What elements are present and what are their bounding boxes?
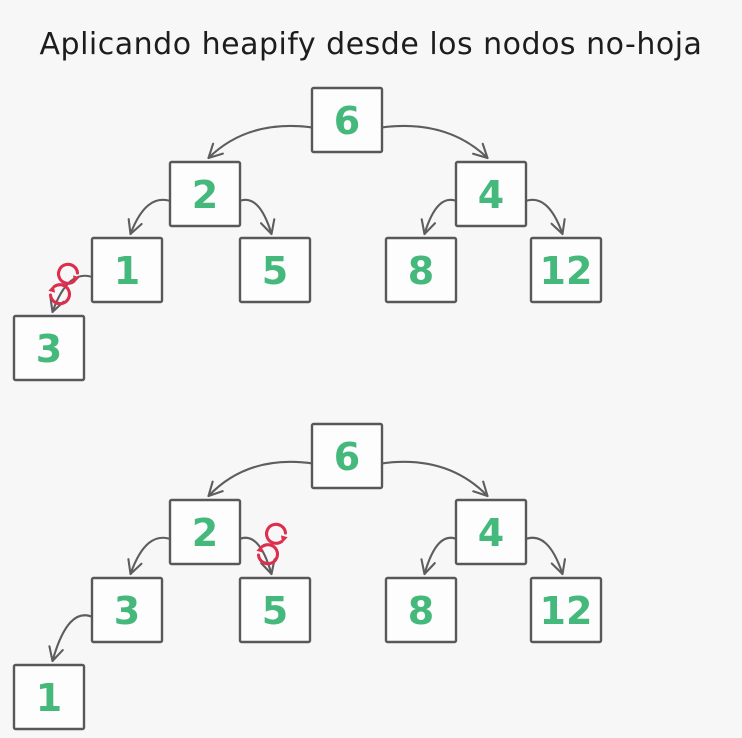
- tree-node[interactable]: 4: [454, 160, 528, 228]
- tree-node[interactable]: 4: [454, 498, 528, 566]
- node-value-label: 1: [36, 676, 62, 720]
- tree-step-1: 6 2 4 1 5 8 12 3: [12, 86, 603, 382]
- tree-edge: [207, 460, 316, 498]
- tree-node[interactable]: 2: [168, 160, 242, 228]
- node-value-label: 6: [334, 99, 360, 143]
- tree-node[interactable]: 6: [310, 86, 384, 154]
- node-value-label: 4: [478, 511, 504, 555]
- tree-node[interactable]: 1: [90, 236, 164, 304]
- tree-node[interactable]: 8: [384, 576, 458, 644]
- node-value-label: 3: [36, 327, 62, 371]
- swap-icon: [256, 522, 288, 566]
- tree-step-2: 6 2 4 3 5 8 12 1: [12, 422, 603, 731]
- tree-edge: [378, 124, 489, 160]
- tree-node[interactable]: 5: [238, 236, 312, 304]
- node-value-label: 8: [408, 589, 434, 633]
- tree-edge: [378, 460, 489, 498]
- node-value-label: 4: [478, 173, 504, 217]
- tree-node[interactable]: 5: [238, 576, 312, 644]
- tree-node[interactable]: 2: [168, 498, 242, 566]
- node-value-label: 2: [192, 511, 218, 555]
- tree-edge: [48, 614, 96, 663]
- swap-icon: [48, 262, 80, 306]
- node-value-label: 1: [114, 249, 140, 293]
- tree-edge: [522, 199, 566, 236]
- tree-edge: [420, 536, 460, 576]
- tree-node[interactable]: 1: [12, 663, 86, 731]
- tree-edge: [420, 199, 460, 236]
- tree-node[interactable]: 3: [12, 314, 86, 382]
- tree-node[interactable]: 3: [90, 576, 164, 644]
- tree-edge: [207, 124, 316, 160]
- tree-node[interactable]: 6: [310, 422, 384, 490]
- tree-node[interactable]: 12: [529, 576, 603, 644]
- tree-edge: [522, 536, 566, 576]
- node-value-label: 3: [114, 589, 140, 633]
- node-value-label: 12: [540, 249, 593, 293]
- node-value-label: 12: [540, 589, 593, 633]
- node-value-label: 2: [192, 173, 218, 217]
- tree-node[interactable]: 8: [384, 236, 458, 304]
- tree-edge: [127, 198, 174, 236]
- node-value-label: 6: [334, 435, 360, 479]
- node-value-label: 5: [262, 589, 288, 633]
- page-title: Aplicando heapify desde los nodos no-hoj…: [40, 27, 703, 62]
- tree-edge: [236, 199, 276, 236]
- tree-edge: [236, 536, 276, 576]
- tree-node[interactable]: 12: [529, 236, 603, 304]
- node-value-label: 5: [262, 249, 288, 293]
- tree-edge: [127, 536, 174, 576]
- node-value-label: 8: [408, 249, 434, 293]
